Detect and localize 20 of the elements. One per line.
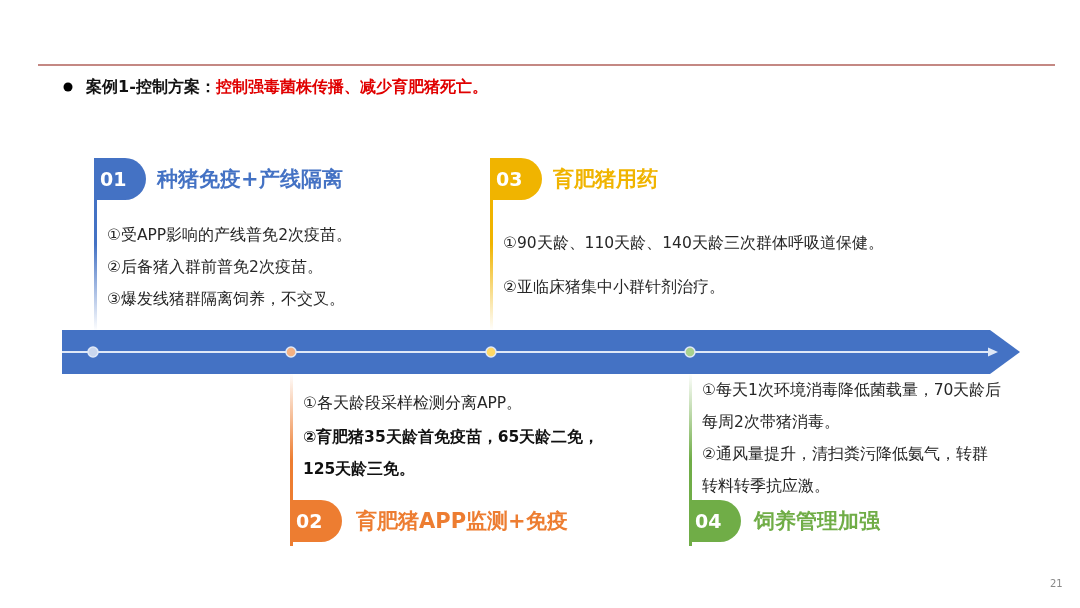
list-item: ③爆发线猪群隔离饲养，不交叉。	[107, 289, 346, 310]
list-item: ②后备猪入群前普免2次疫苗。	[107, 257, 324, 278]
number-badge: 03	[490, 158, 542, 200]
list-item: ②育肥猪35天龄首免疫苗，65天龄二免，125天龄三免。	[303, 427, 601, 480]
heading-text: 案例1-控制方案：	[86, 77, 216, 96]
card-heading: 种猪免疫+产线隔离	[157, 166, 343, 193]
list-item: ①各天龄段采样检测分离APP。	[303, 393, 524, 414]
number-badge: 04	[689, 500, 741, 542]
page-number: 21	[1050, 578, 1063, 589]
list-item: ②通风量提升，清扫粪污降低氨气，转群转料转季抗应激。	[702, 444, 989, 497]
list-item: ①每天1次环境消毒降低菌载量，70天龄后每周2次带猪消毒。	[702, 380, 1002, 433]
list-item: ①90天龄、110天龄、140天龄三次群体呼吸道保健。	[503, 233, 885, 254]
card-heading: 育肥猪APP监测+免疫	[356, 508, 568, 535]
number-badge: 02	[290, 500, 342, 542]
card-heading: 育肥猪用药	[553, 166, 658, 193]
heading-text: 控制强毒菌株传播、减少育肥猪死亡。	[215, 77, 488, 96]
list-item: ②亚临床猪集中小群针剂治疗。	[503, 277, 726, 298]
list-item: ①受APP影响的产线普免2次疫苗。	[107, 225, 354, 246]
number-badge: 01	[94, 158, 146, 200]
card-heading: 饲养管理加强	[754, 508, 880, 535]
